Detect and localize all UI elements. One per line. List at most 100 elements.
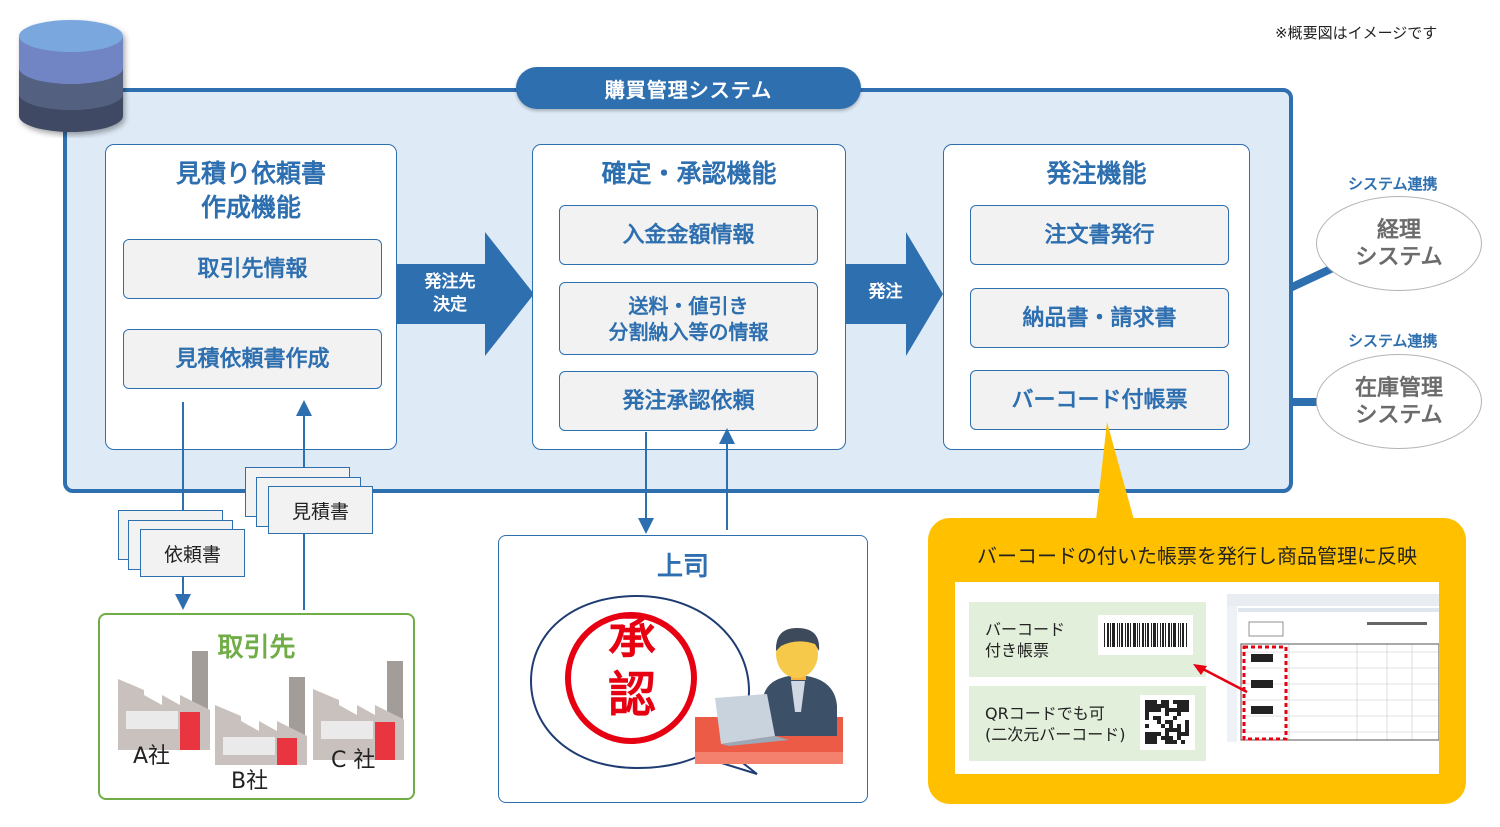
system-link-label: システム連携 xyxy=(1348,175,1438,193)
qr-module xyxy=(1145,700,1149,704)
item-order-approval-request[interactable]: 発注承認依頼 xyxy=(559,371,818,431)
qr-module xyxy=(1173,708,1177,712)
qr-module xyxy=(1165,740,1169,744)
barcode-bar xyxy=(1157,623,1158,647)
barcode-callout: バーコードの付いた帳票を発行し商品管理に反映 バーコード 付き帳票 QRコードで… xyxy=(928,518,1466,804)
barcode-bar xyxy=(1178,623,1179,647)
item-delivery-invoice[interactable]: 納品書・請求書 xyxy=(970,288,1229,348)
boss-title: 上司 xyxy=(656,552,709,582)
arrow-supplier-decision xyxy=(397,232,534,356)
qr-module xyxy=(1149,704,1153,708)
item-issue-purchase-order[interactable]: 注文書発行 xyxy=(970,205,1229,265)
qr-module xyxy=(1153,704,1157,708)
panel-title: 見積り依頼書 xyxy=(175,159,326,188)
qr-module xyxy=(1181,700,1185,704)
approval-panel: 確定・承認機能 入金金額情報 送料・値引き 分割納入等の情報 発注承認依頼 xyxy=(532,144,846,450)
database-icon xyxy=(19,20,123,132)
barcode-bar xyxy=(1142,623,1144,647)
qr-module xyxy=(1177,700,1181,704)
qr-module xyxy=(1185,700,1189,704)
barcode-bar xyxy=(1117,623,1118,647)
qr-module xyxy=(1157,732,1161,736)
qr-module xyxy=(1185,704,1189,708)
stamp-char-2: 認 xyxy=(607,667,656,723)
qr-module xyxy=(1149,700,1153,704)
qr-module xyxy=(1145,724,1149,728)
qr-module xyxy=(1165,732,1169,736)
qr-glyph xyxy=(1145,700,1189,744)
estimate-request-panel: 見積り依頼書 作成機能 取引先情報 見積依頼書作成 xyxy=(105,144,397,450)
qr-module xyxy=(1185,720,1189,724)
item-payment-amount[interactable]: 入金金額情報 xyxy=(559,205,818,265)
arrow-order xyxy=(846,232,943,356)
barcode-bar xyxy=(1107,623,1109,647)
ext-sys-line2: システム xyxy=(1355,402,1443,428)
ext-sys-line1: 在庫管理 xyxy=(1354,375,1443,401)
barcode-bar xyxy=(1160,623,1161,647)
item-barcode-form[interactable]: バーコード付帳票 xyxy=(970,370,1229,430)
partners-title: 取引先 xyxy=(217,633,296,663)
ext-sys-line1: 経理 xyxy=(1376,217,1421,243)
qr-module xyxy=(1177,732,1181,736)
barcode-glyph xyxy=(1104,623,1187,647)
qr-module xyxy=(1149,740,1153,744)
barcode-bar xyxy=(1137,623,1138,647)
qr-module xyxy=(1169,736,1173,740)
barcode-bar xyxy=(1121,623,1123,647)
barcode-bar xyxy=(1173,623,1176,647)
factory-icon-b xyxy=(215,677,307,765)
barcode-bar xyxy=(1153,623,1156,647)
company-a-label: A社 xyxy=(133,744,171,769)
item-create-estimate-request[interactable]: 見積依頼書作成 xyxy=(123,329,382,389)
qr-module xyxy=(1153,700,1157,704)
quote-document[interactable]: 見積書 xyxy=(268,486,373,534)
qr-module xyxy=(1161,736,1165,740)
card-line1: バーコード xyxy=(985,619,1066,639)
qr-module xyxy=(1177,724,1181,728)
qr-module xyxy=(1161,700,1165,704)
doc-label: 見積書 xyxy=(291,500,349,523)
item-label-line1: 送料・値引き xyxy=(628,293,749,318)
factory-icons xyxy=(118,651,404,765)
qr-module xyxy=(1165,700,1169,704)
qr-module xyxy=(1173,728,1177,732)
callout-title: バーコードの付いた帳票を発行し商品管理に反映 xyxy=(977,544,1417,568)
inventory-system[interactable]: 在庫管理 システム xyxy=(1316,354,1482,449)
partners-box: 取引先 A社 B社 C 社 xyxy=(98,613,415,800)
barcode-bar xyxy=(1186,623,1187,647)
card-line2: (二次元バーコード) xyxy=(985,724,1126,744)
barcode-bar xyxy=(1119,623,1120,647)
approval-stamp-text: 承 認 xyxy=(577,608,687,724)
card-line1: QRコードでも可 xyxy=(985,703,1105,723)
arrow-label-order: 発注 xyxy=(868,282,903,302)
qr-module xyxy=(1185,732,1189,736)
callout-pointer xyxy=(1096,422,1134,520)
qr-module xyxy=(1149,736,1153,740)
barcode-bar xyxy=(1162,623,1164,647)
boss-box: 上司 承 認 xyxy=(498,535,868,803)
barcode-bar xyxy=(1112,623,1115,647)
boss-illustration xyxy=(529,594,843,775)
qr-module xyxy=(1145,740,1149,744)
qr-module xyxy=(1145,736,1149,740)
arrow-label-line2: 決定 xyxy=(433,295,467,315)
barcode-bar xyxy=(1180,623,1181,647)
item-shipping-discount[interactable]: 送料・値引き 分割納入等の情報 xyxy=(559,282,818,355)
pointer-arrow xyxy=(1193,664,1248,694)
request-document[interactable]: 依頼書 xyxy=(140,529,245,577)
qr-module xyxy=(1177,712,1181,716)
item-label: 発注承認依頼 xyxy=(622,388,755,414)
barcode-bar xyxy=(1139,623,1140,647)
accounting-system[interactable]: 経理 システム xyxy=(1316,196,1482,291)
item-supplier-info[interactable]: 取引先情報 xyxy=(123,239,382,299)
arrow-label-supplier-decision: 発注先 決定 xyxy=(405,271,495,317)
qr-module xyxy=(1145,704,1149,708)
qr-module xyxy=(1173,716,1177,720)
qr-module xyxy=(1145,716,1149,720)
qr-module xyxy=(1153,732,1157,736)
qr-module xyxy=(1157,716,1161,720)
qr-module xyxy=(1181,708,1185,712)
qr-module xyxy=(1185,708,1189,712)
qr-module xyxy=(1169,728,1173,732)
qr-module xyxy=(1145,732,1149,736)
